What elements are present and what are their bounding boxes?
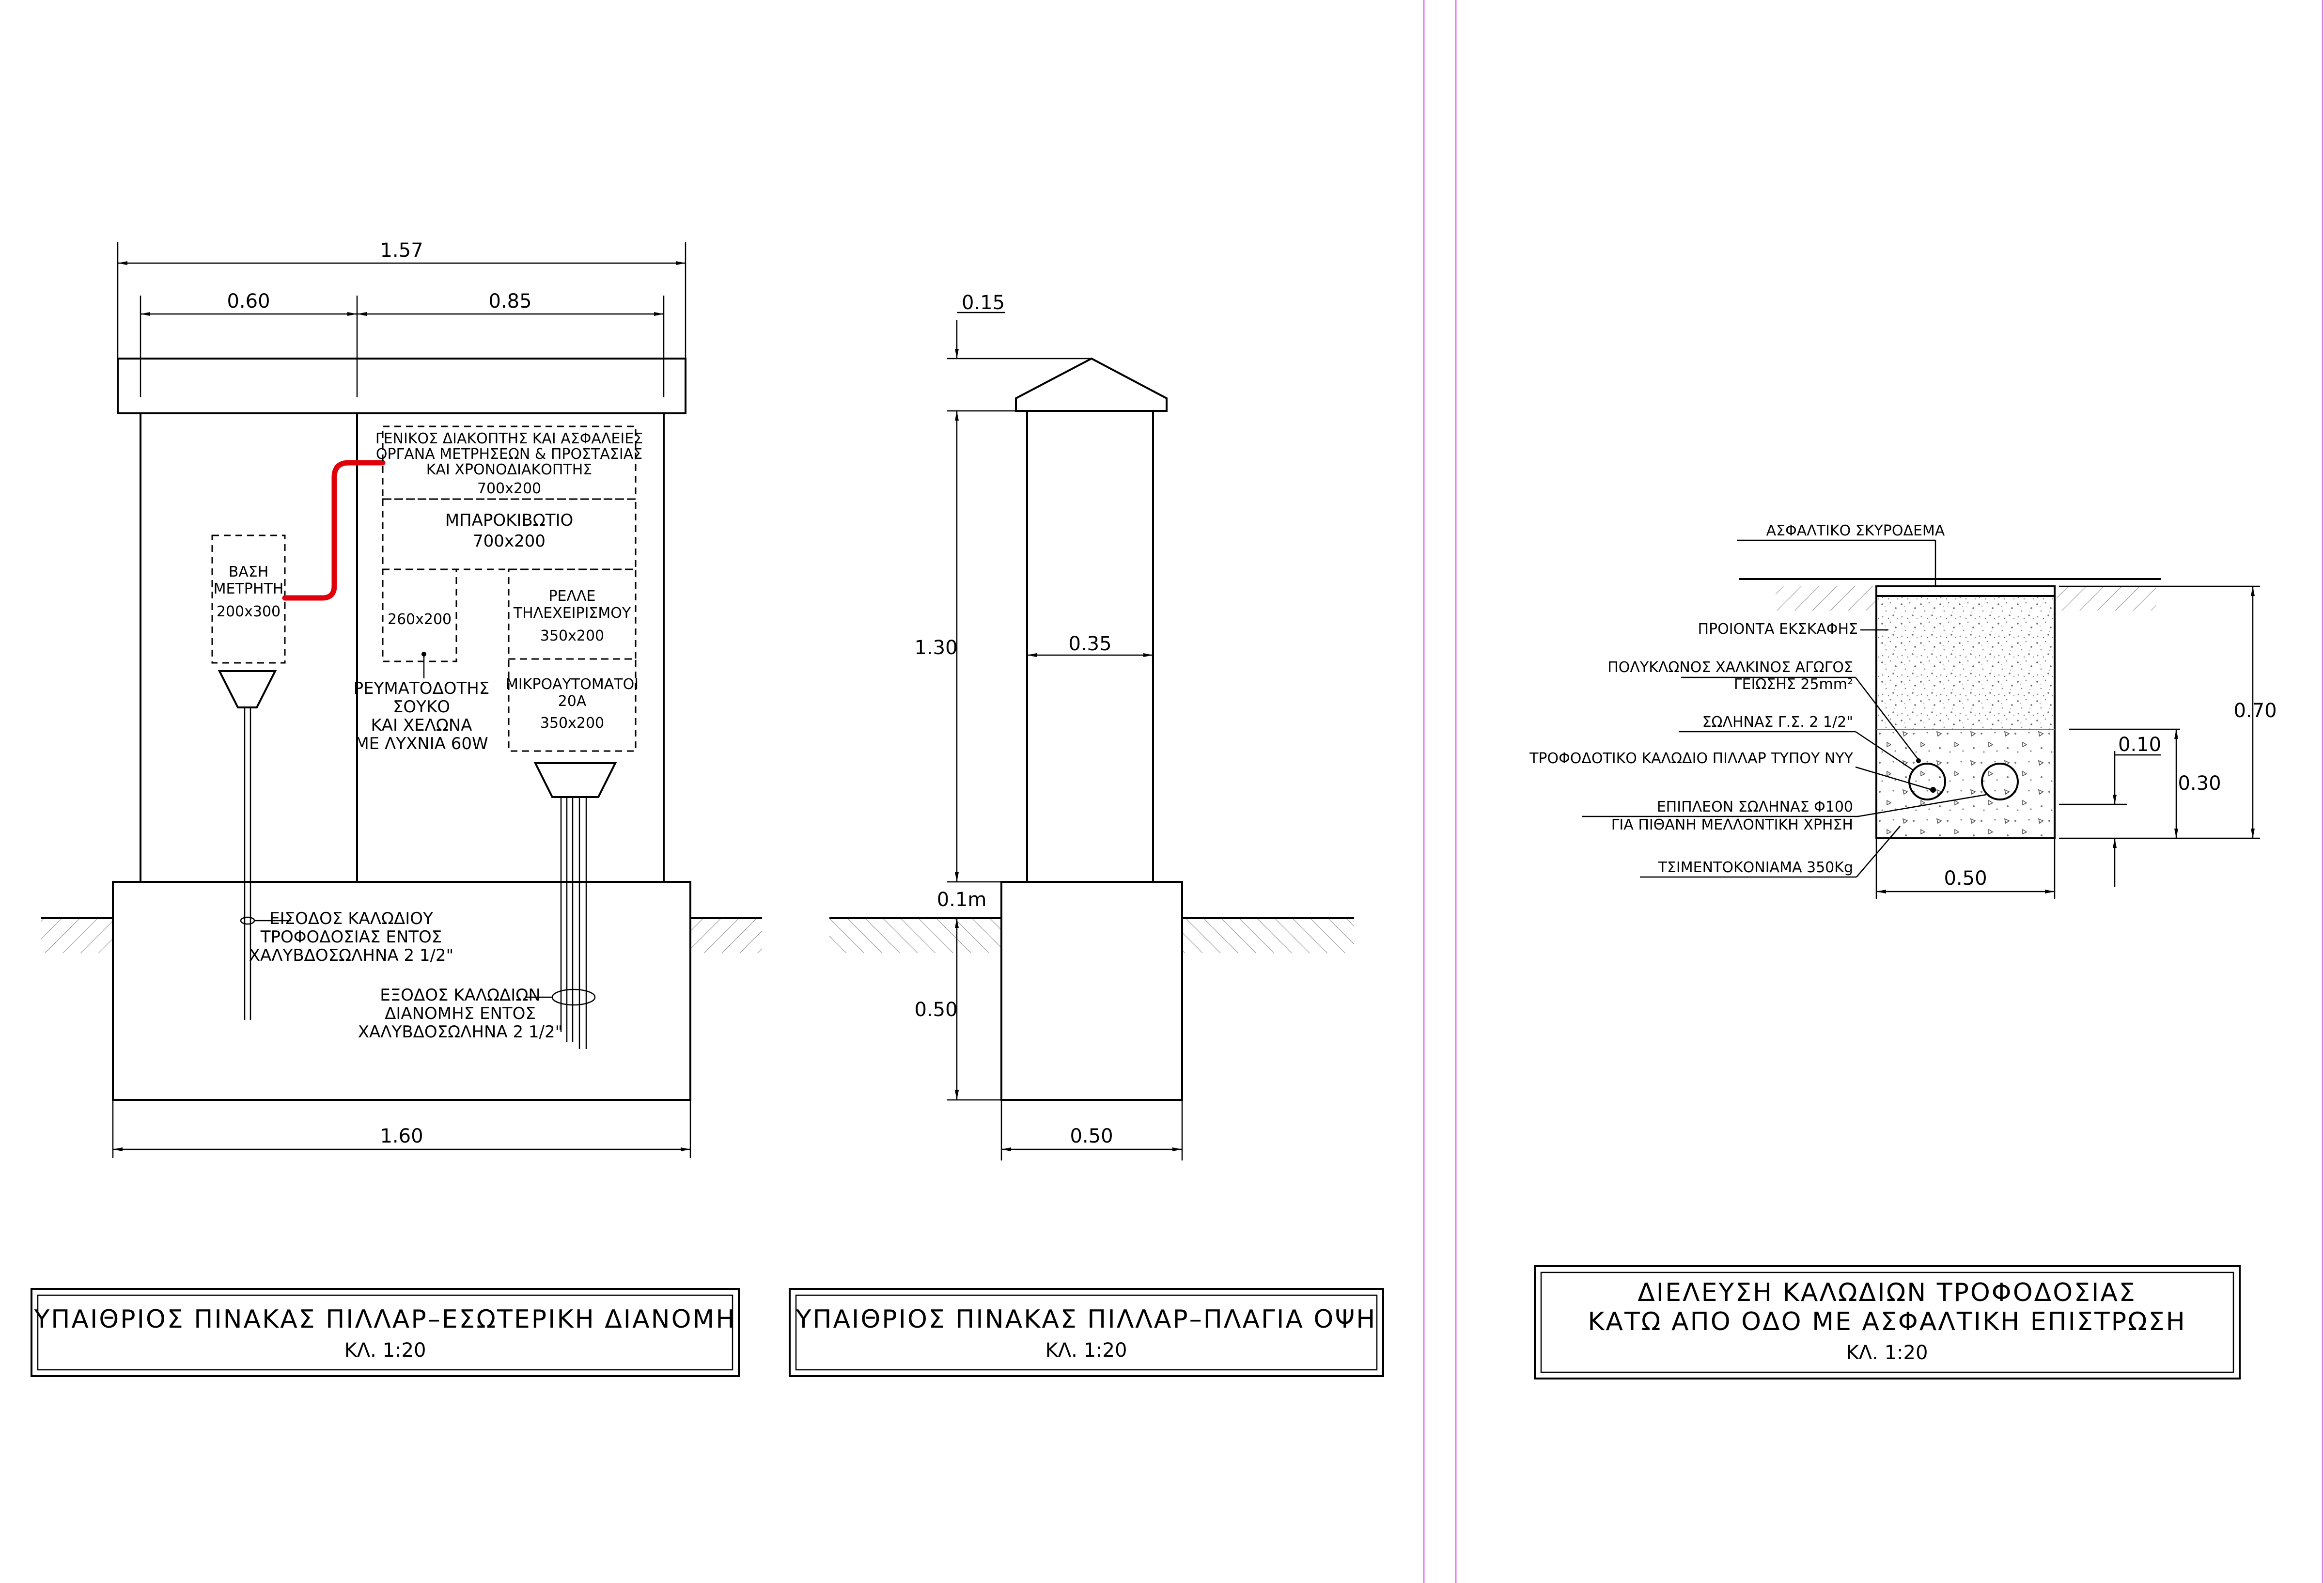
trench-dim-offset: 0.10: [2118, 734, 2161, 756]
front-title-scale: ΚΛ. 1:20: [344, 1339, 426, 1362]
relay-size: 350x200: [540, 627, 604, 644]
side-title-frame: [789, 1288, 1384, 1377]
entry-funnel: [218, 670, 277, 708]
cable-exit-label-3: ΧΑΛΥΒΔΟΣΩΛΗΝΑ 2 1/2": [358, 1022, 563, 1042]
supply-cable-label: ΤΡΟΦΟΔΟΤΙΚΟ ΚΑΛΩΔΙΟ ΠΙΛΛΑΡ ΤΥΠΟΥ ΝΥΥ: [1529, 750, 1854, 767]
main-switch-label-1: ΓΕΝΙΚΟΣ ΔΙΑΚΟΠΤΗΣ ΚΑΙ ΑΣΦΑΛΕΙΕΣ: [375, 430, 643, 447]
main-switch-label-3: ΚΑΙ ΧΡΟΝΟΔΙΑΚΟΠΤΗΣ: [426, 461, 592, 478]
main-switch-label-2: ΟΡΓΑΝΑ ΜΕΤΡΗΣΕΩΝ & ΠΡΟΣΤΑΣΙΑΣ: [376, 446, 642, 463]
busbar-label: ΜΠΑΡΟΚΙΒΩΤΙΟ: [445, 511, 574, 530]
roof-slab: [117, 358, 686, 414]
meter-base-size: 200x300: [217, 603, 281, 620]
side-view: 0.15 1.30 0.1m 0.50 0.35 0.50 ΥΠΑΙΘΡΙΟΣ …: [789, 292, 1384, 1377]
main-switch-size: 700x200: [477, 480, 541, 497]
dim-overall-top: 1.57: [380, 239, 423, 262]
mcb-label-1: ΜΙΚΡΟΑΥΤΟΜΑΤΟΙ: [506, 676, 639, 693]
side-dim-height: 1.30: [914, 637, 957, 659]
side-ground-hatch-left: [829, 918, 1001, 953]
relay-label-1: ΡΕΛΛΕ: [548, 588, 595, 605]
cable-entry-label-1: ΕΙΣΟΔΟΣ ΚΑΛΩΔΙΟΥ: [269, 909, 433, 928]
mortar-fill: [1876, 729, 2055, 838]
trench-dim-depth: 0.70: [2233, 700, 2277, 722]
trench-title-frame: [1534, 1265, 2241, 1379]
side-title-scale: ΚΛ. 1:20: [1045, 1339, 1127, 1362]
cable-exit-label-1: ΕΞΟΔΟΣ ΚΑΛΩΔΙΩΝ: [380, 986, 541, 1005]
busbar-box: [382, 498, 637, 570]
sheet-frames: [1423, 0, 2324, 1583]
ground-hatch-right: [690, 918, 762, 953]
trench-title-scale: ΚΛ. 1:20: [1846, 1342, 1928, 1364]
red-connection-cable: [282, 460, 386, 601]
side-base: [1000, 881, 1183, 1101]
meter-base-label-2: ΜΕΤΡΗΤΗ: [214, 580, 284, 597]
socket-label-4: ΜΕ ΛΥΧΝΙΑ 60W: [355, 734, 488, 753]
excavation-label: ΠΡΟΙΟΝΤΑ ΕΚΣΚΑΦΗΣ: [1698, 621, 1858, 638]
excavation-fill: [1876, 596, 2055, 729]
socket-label-3: ΚΑΙ ΧΕΛΩΝΑ: [371, 716, 472, 735]
side-ground-hatch-right: [1182, 918, 1354, 953]
concrete-base: [112, 881, 691, 1101]
meter-base-box: [211, 534, 286, 664]
side-dim-base-width: 0.50: [1070, 1125, 1113, 1147]
extra-pipe-label-1: ΕΠΙΠΛΕΟΝ ΣΩΛΗΝΑΣ Φ100: [1657, 799, 1853, 815]
earth-conductor-label-1: ΠΟΛΥΚΛΩΝΟΣ ΧΑΛΚΙΝΟΣ ΑΓΩΓΟΣ: [1607, 659, 1853, 676]
socket-box: [382, 568, 457, 662]
exit-funnel: [533, 762, 617, 798]
socket-label-1: ΡΕΥΜΑΤΟΔΟΤΗΣ: [354, 679, 490, 698]
cable-entry-label-2: ΤΡΟΦΟΔΟΣΙΑΣ ΕΝΤΟΣ: [260, 927, 442, 947]
meter-base-label-1: ΒΑΣΗ: [229, 564, 269, 580]
front-title-frame: [31, 1288, 740, 1377]
trench-outline: [1875, 585, 2056, 839]
trench-detail: ΑΣΦΑΛΤΙΚΟ ΣΚΥΡΟΔΕΜΑ ΠΡΟΙΟΝΤΑ ΕΚΣΚΑΦΗΣ ΠΟ…: [1529, 522, 2277, 1379]
ground-hatch-left: [41, 918, 113, 953]
trench-dim-mortar: 0.30: [2178, 772, 2221, 795]
trench-title-2: ΚΑΤΩ ΑΠΟ ΟΔΟ ΜΕ ΑΣΦΑΛΤΙΚΗ ΕΠΙΣΤΡΩΣΗ: [1588, 1307, 2186, 1336]
cable-exit-label-2: ΔΙΑΝΟΜΗΣ ΕΝΤΟΣ: [385, 1004, 536, 1023]
mcb-size: 350x200: [540, 715, 604, 732]
side-dim-roof: 0.15: [962, 292, 1005, 314]
socket-label-2: ΣΟΥΚΟ: [393, 697, 450, 717]
busbar-size: 700x200: [473, 532, 546, 551]
front-view: ΒΑΣΗ ΜΕΤΡΗΤΗ 200x300 ΓΕΝΙΚΟΣ ΔΙΑΚΟΠΤΗΣ Κ…: [31, 239, 762, 1377]
dim-base-width: 1.60: [380, 1125, 423, 1147]
dim-right-bay: 0.85: [488, 290, 531, 313]
steel-pipe: [1908, 763, 1946, 800]
socket-box-size: 260x200: [388, 611, 452, 628]
trench-ground-hatch-left: [1776, 586, 1875, 611]
asphalt-label: ΑΣΦΑΛΤΙΚΟ ΣΚΥΡΟΔΕΜΑ: [1766, 522, 1945, 539]
side-roof: [1015, 357, 1168, 412]
spare-pipe: [1981, 763, 2019, 800]
trench-ground-hatch-right: [2057, 586, 2156, 611]
relay-label-2: ΤΗΛΕΧΕΙΡΙΣΜΟΥ: [513, 605, 631, 622]
dim-left-bay: 0.60: [227, 290, 270, 313]
steel-pipe-label: ΣΩΛΗΝΑΣ Γ.Σ. 2 1/2": [1702, 714, 1853, 731]
extra-pipe-label-2: ΓΙΑ ΠΙΘΑΝΗ ΜΕΛΛΟΝΤΙΚΗ ΧΡΗΣΗ: [1611, 816, 1853, 833]
mcb-label-2: 20A: [558, 693, 587, 710]
cable-entry-label-3: ΧΑΛΥΒΔΟΣΩΛΗΝΑ 2 1/2": [249, 946, 454, 965]
mortar-label: ΤΣΙΜΕΝΤΟΚΟΝΙΑΜΑ 350Kg: [1658, 859, 1853, 876]
earth-conductor-label-2: ΓΕΙΩΣΗΣ 25mm²: [1734, 676, 1853, 693]
side-dim-width: 0.35: [1068, 633, 1111, 655]
trench-title-1: ΔΙΕΛΕΥΣΗ ΚΑΛΩΔΙΩΝ ΤΡΟΦΟΔΟΣΙΑΣ: [1638, 1278, 2137, 1307]
side-dim-gap: 0.1m: [937, 889, 987, 911]
trench-dim-width: 0.50: [1944, 867, 1987, 890]
mcb-box: [508, 658, 637, 752]
side-title: ΥΠΑΙΘΡΙΟΣ ΠΙΝΑΚΑΣ ΠΙΛΛΑΡ–ΠΛΑΓΙΑ ΟΨΗ: [795, 1305, 1377, 1334]
front-title: ΥΠΑΙΘΡΙΟΣ ΠΙΝΑΚΑΣ ΠΙΛΛΑΡ–ΕΣΩΤΕΡΙΚΗ ΔΙΑΝΟ…: [34, 1305, 736, 1334]
side-dim-base-height: 0.50: [914, 999, 957, 1021]
